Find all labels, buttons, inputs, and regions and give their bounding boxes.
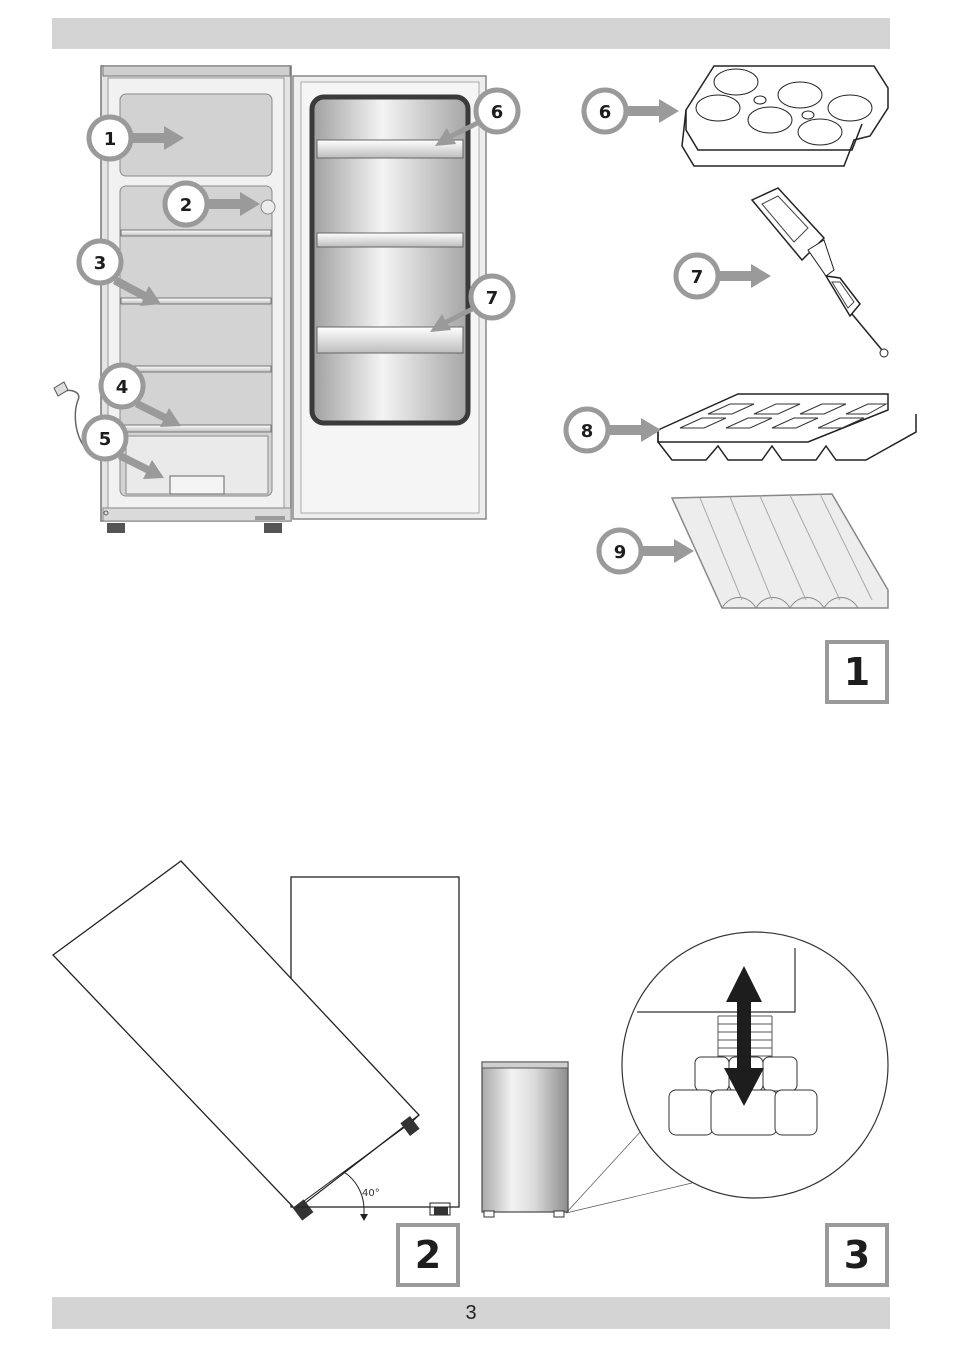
svg-text:8: 8 — [581, 421, 594, 442]
callout-9: 9 — [599, 530, 694, 572]
arrow-icon — [626, 99, 679, 123]
bottle-shelf-illustration — [672, 494, 888, 608]
arrow-icon — [718, 264, 771, 288]
figure-2-label: 2 — [396, 1223, 460, 1287]
ice-cube-tray-illustration — [658, 394, 916, 460]
arrow-icon — [641, 539, 694, 563]
svg-text:1: 1 — [104, 129, 117, 150]
arrow-icon — [608, 418, 661, 442]
callout-6: 6 — [584, 90, 679, 132]
svg-text:3: 3 — [94, 253, 107, 274]
leveling-diagram — [482, 932, 888, 1217]
svg-text:6: 6 — [491, 102, 504, 123]
callout-8: 8 — [566, 409, 661, 451]
ice-scoop-illustration — [752, 188, 888, 357]
svg-text:7: 7 — [486, 288, 499, 309]
svg-text:9: 9 — [614, 542, 627, 563]
figure-3-label: 3 — [825, 1223, 889, 1287]
svg-text:4: 4 — [116, 377, 129, 398]
svg-text:5: 5 — [99, 429, 112, 450]
svg-text:6: 6 — [599, 102, 612, 123]
footer-band: 3 — [52, 1297, 890, 1329]
svg-text:7: 7 — [691, 267, 704, 288]
tilting-diagram: 40° — [53, 861, 459, 1221]
figure-1-label: 1 — [825, 640, 889, 704]
callout-7: 7 — [676, 255, 771, 297]
egg-tray-illustration — [682, 66, 888, 166]
svg-text:2: 2 — [180, 195, 193, 216]
angle-label: 40° — [362, 1188, 380, 1199]
page-number: 3 — [465, 1302, 476, 1324]
